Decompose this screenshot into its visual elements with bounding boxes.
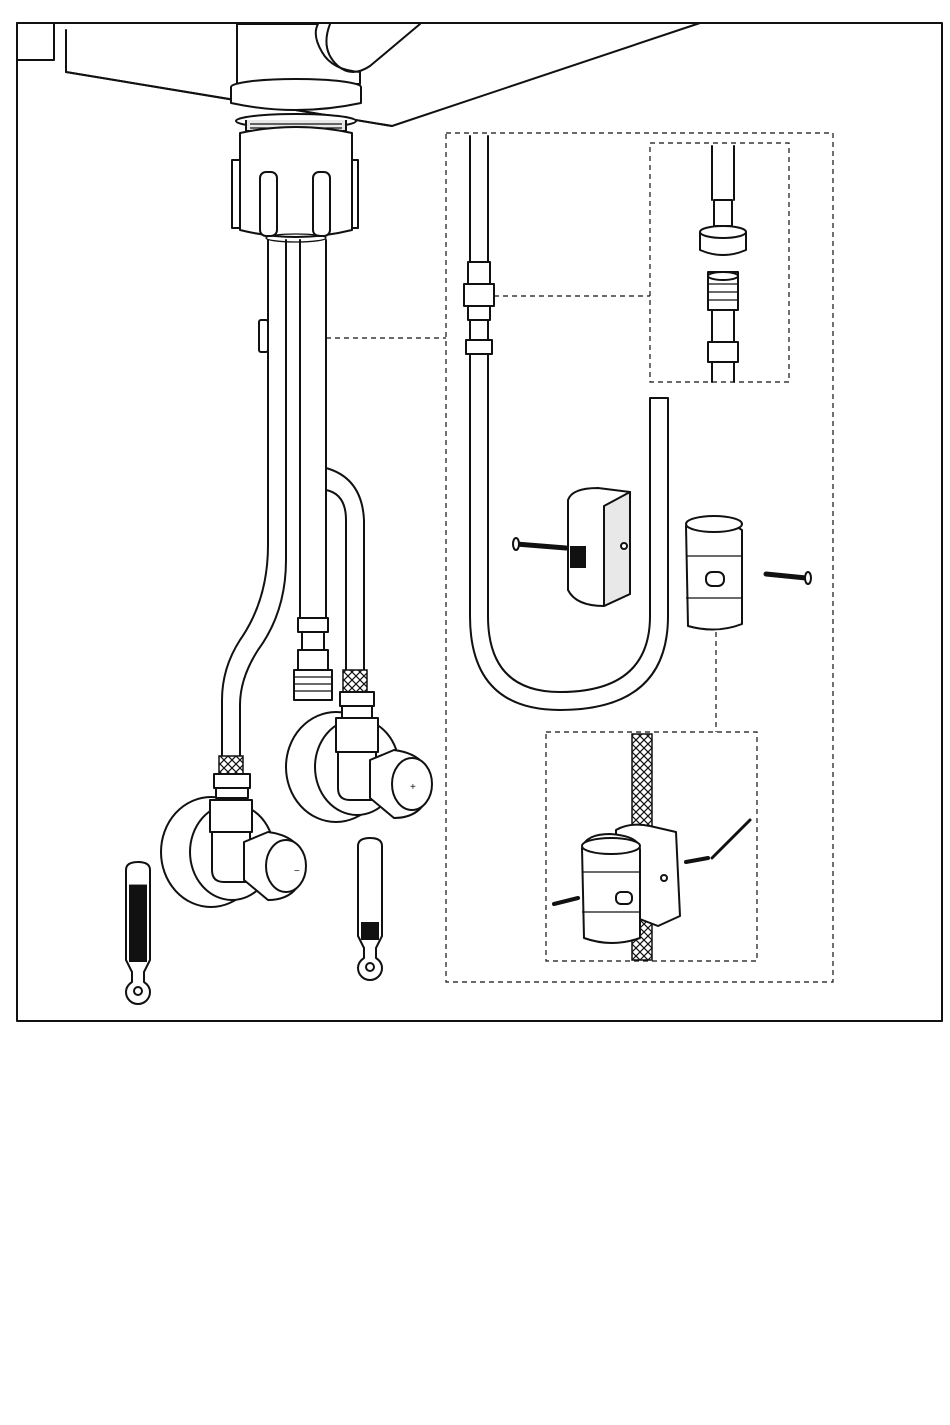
step-number-box (17, 23, 54, 60)
hot-supply-hose (219, 240, 286, 774)
hot-angle-valve: − (161, 774, 306, 907)
countertop (66, 23, 700, 126)
mounting-nut (232, 114, 358, 242)
cold-thermometer (358, 838, 382, 980)
u-bend-hose (464, 136, 668, 710)
hose-connector-detail (700, 146, 746, 382)
outlet-hose (294, 240, 332, 700)
weight-right-half (686, 516, 742, 630)
cold-supply-hose (326, 468, 367, 692)
hot-thermometer-level (129, 885, 147, 962)
cold-valve-cap-mark: + (410, 782, 416, 793)
screw-right (766, 572, 811, 584)
cold-angle-valve: + (286, 692, 432, 822)
faucet-body (231, 24, 420, 110)
screw-left (513, 538, 566, 550)
weight-left-half (568, 488, 630, 606)
cold-thermometer-level (361, 922, 379, 940)
hot-thermometer (126, 862, 150, 1004)
weight-assembly-detail (554, 734, 750, 960)
figure-frame (17, 23, 942, 1021)
hot-valve-cap-mark: − (294, 866, 300, 877)
